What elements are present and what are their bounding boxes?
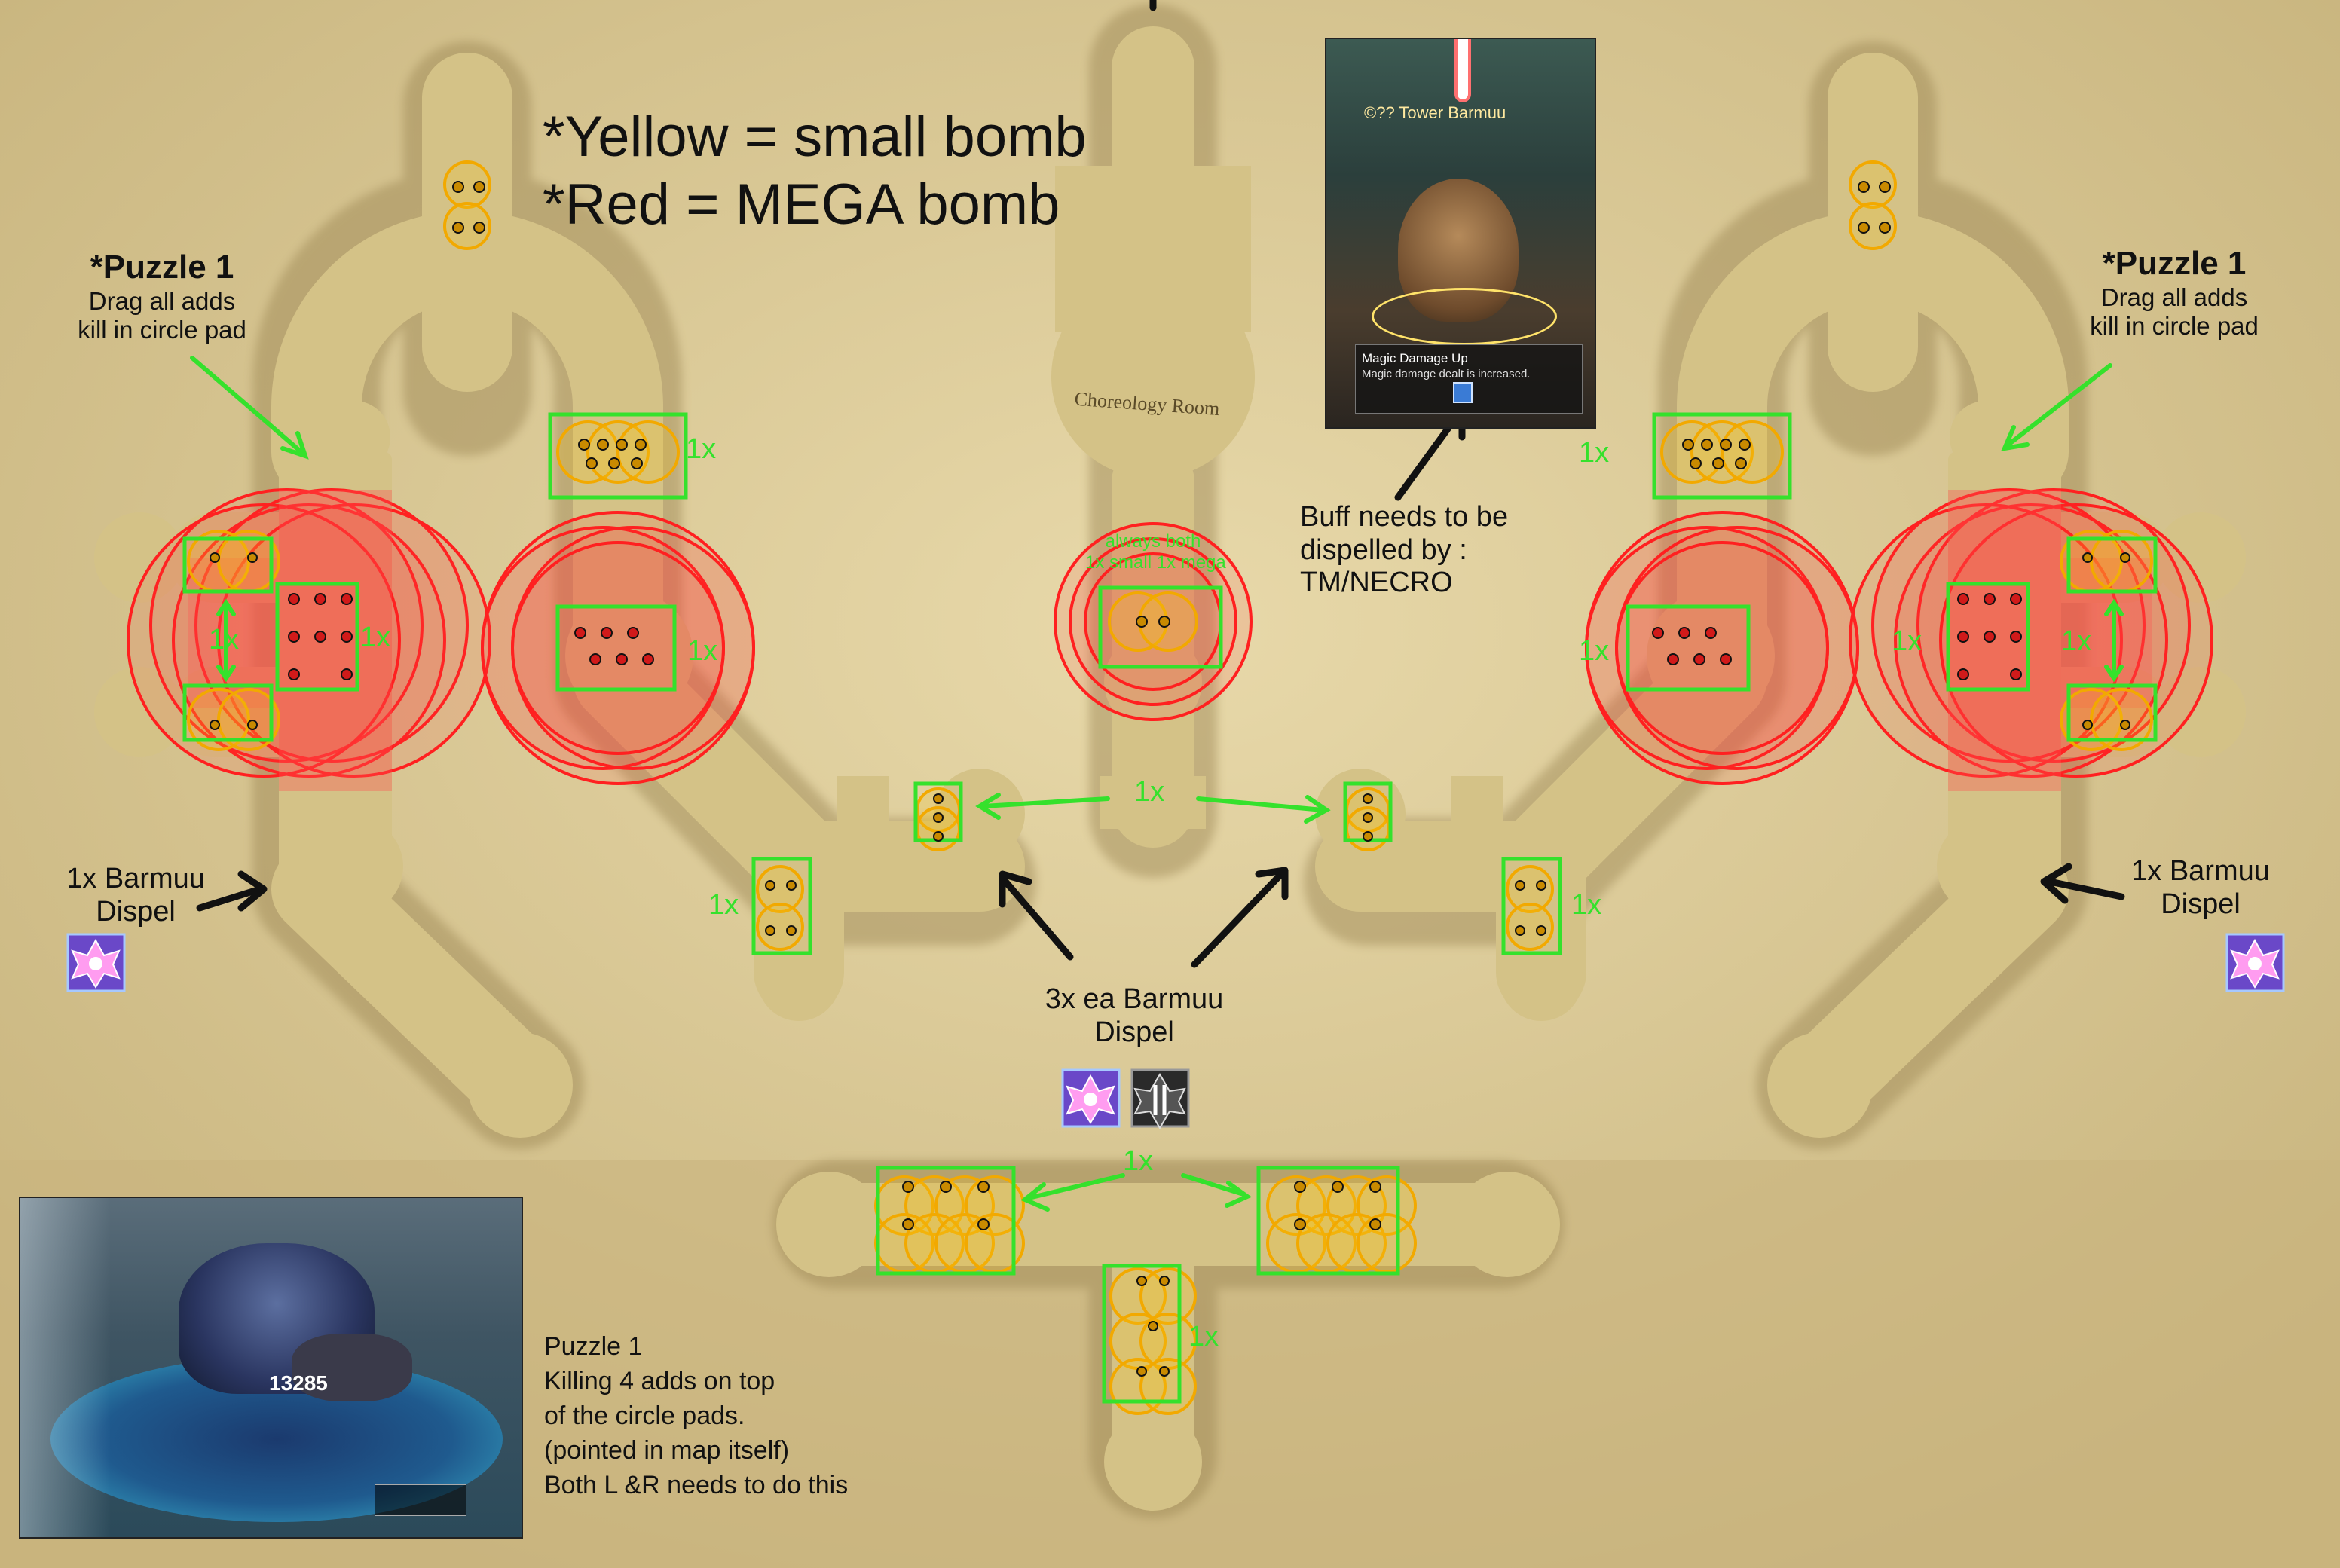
count-label: 1x bbox=[1134, 776, 1165, 808]
barmuu-left-line: 1x Barmuu bbox=[66, 863, 205, 894]
status-title: Magic Damage Up bbox=[1362, 351, 1468, 365]
puzzle-note-line: of the circle pads. bbox=[544, 1401, 745, 1430]
count-label: 1x bbox=[360, 622, 391, 653]
boss-arm bbox=[292, 1334, 412, 1401]
puzzle-right-callout: *Puzzle 1 Drag all adds kill in circle p… bbox=[2069, 245, 2280, 340]
center-note-line: always both bbox=[1105, 531, 1201, 552]
boss-screenshot: ©?? Tower Barmuu Magic Damage Up Magic d… bbox=[1325, 38, 1596, 429]
center-note: always both 1x small 1x mega bbox=[1085, 531, 1226, 573]
count-label: 1x bbox=[686, 433, 717, 465]
puzzle-note-line: Killing 4 adds on top bbox=[544, 1366, 775, 1395]
dispel-icon-right bbox=[2225, 933, 2285, 992]
hud-number: 13285 bbox=[269, 1371, 328, 1395]
dispel-icon-center bbox=[1061, 1068, 1121, 1128]
count-label: 1x bbox=[1579, 635, 1610, 667]
buff-note-line: TM/NECRO bbox=[1300, 567, 1453, 599]
bomb-dots bbox=[210, 181, 2130, 1377]
green-arrows bbox=[190, 356, 2124, 1212]
left-pillar bbox=[20, 1198, 111, 1537]
count-label: 1x bbox=[1571, 889, 1602, 921]
arena-screenshot: 13285 bbox=[19, 1197, 523, 1539]
count-label: 1x bbox=[687, 635, 718, 667]
count-label: 1x bbox=[1188, 1321, 1219, 1353]
target-marker-icon bbox=[1454, 39, 1471, 102]
barmuu-left-line: Dispel bbox=[96, 895, 176, 928]
dispel-icon-left bbox=[66, 933, 126, 992]
hotbar bbox=[375, 1484, 466, 1516]
count-label: 1x bbox=[708, 889, 739, 921]
buff-note-line: dispelled by : bbox=[1300, 533, 1467, 566]
puzzle-left-line: Drag all adds bbox=[88, 286, 236, 315]
count-label: 1x bbox=[2061, 625, 2092, 657]
boss-nameplate: ©?? Tower Barmuu bbox=[1364, 103, 1506, 122]
barmuu-left-label: 1x Barmuu Dispel bbox=[53, 863, 219, 928]
count-label: 1x bbox=[209, 624, 240, 656]
puzzle-left-line: kill in circle pad bbox=[78, 315, 246, 344]
legend-red: *Red = MEGA bomb bbox=[543, 173, 1060, 237]
puzzle-left-callout: *Puzzle 1 Drag all adds kill in circle p… bbox=[57, 249, 268, 344]
marker-boxes bbox=[182, 412, 2158, 1404]
barmuu-right-label: 1x Barmuu Dispel bbox=[2118, 855, 2283, 921]
puzzle-note-line: (pointed in map itself) bbox=[544, 1435, 790, 1465]
barmuu-center-line: Dispel bbox=[1094, 1016, 1174, 1048]
puzzle-right-line: kill in circle pad bbox=[2090, 311, 2259, 340]
puzzle-note-line: Both L &R needs to do this bbox=[544, 1470, 849, 1499]
status-tooltip: Magic Damage Up Magic damage dealt is in… bbox=[1355, 344, 1583, 414]
buff-icon bbox=[1453, 382, 1473, 403]
barmuu-center-line: 3x ea Barmuu bbox=[1045, 983, 1224, 1015]
barmuu-right-line: 1x Barmuu bbox=[2131, 855, 2270, 887]
puzzle-right-title: *Puzzle 1 bbox=[2102, 245, 2247, 282]
status-desc: Magic damage dealt is increased. bbox=[1362, 368, 1531, 381]
buff-note: Buff needs to be dispelled by : TM/NECRO bbox=[1300, 501, 1508, 600]
count-label: 1x bbox=[1579, 437, 1610, 469]
center-note-line: 1x small 1x mega bbox=[1085, 552, 1226, 573]
legend-yellow: *Yellow = small bomb bbox=[543, 105, 1087, 169]
puzzle-note: Puzzle 1 Killing 4 adds on top of the ci… bbox=[544, 1330, 848, 1502]
buff-note-line: Buff needs to be bbox=[1300, 501, 1509, 533]
puzzle-left-title: *Puzzle 1 bbox=[90, 249, 234, 286]
puzzle-right-line: Drag all adds bbox=[2100, 283, 2248, 311]
necro-sigil-icon bbox=[1130, 1068, 1190, 1129]
barmuu-center-label: 3x ea Barmuu Dispel bbox=[1036, 983, 1232, 1049]
floor bbox=[94, 26, 2246, 1511]
puzzle-note-line: Puzzle 1 bbox=[544, 1332, 643, 1361]
boss-aura-ring bbox=[1372, 288, 1557, 345]
count-label: 1x bbox=[1123, 1145, 1154, 1177]
small-bomb-zones bbox=[187, 160, 2153, 1415]
barmuu-right-line: Dispel bbox=[2161, 888, 2241, 920]
count-label: 1x bbox=[1892, 625, 1922, 657]
